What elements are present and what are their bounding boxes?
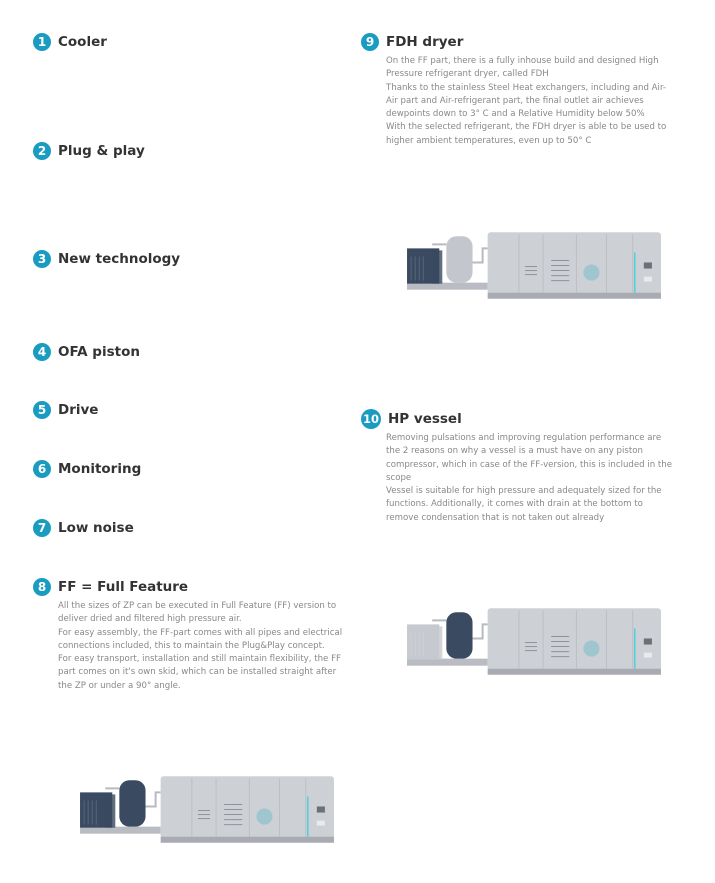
feature-title: OFA piston [58,344,140,360]
compressor-illustration-full-feature [75,770,337,846]
feature-1: 1 Cooler [33,32,107,52]
feature-description: On the FF part, there is a fully inhouse… [386,56,667,146]
feature-8: 8 FF = Full Feature All the sizes of ZP c… [33,577,363,693]
compressor-illustration-dryer-highlight [402,226,664,302]
feature-title: Drive [58,402,99,418]
feature-5: 5 Drive [33,400,98,420]
feature-2: 2 Plug & play [33,141,145,161]
number-badge: 9 [361,33,379,51]
number-badge: 5 [33,401,51,419]
feature-6: 6 Monitoring [33,459,141,479]
feature-title: HP vessel [388,411,462,427]
feature-title: Low noise [58,520,134,536]
number-badge: 1 [33,33,51,51]
feature-title: Monitoring [58,461,142,477]
feature-10: 10 HP vessel Removing pulsations and impr… [361,409,701,525]
feature-4: 4 OFA piston [33,342,140,362]
compressor-illustration-vessel-highlight [402,602,664,678]
number-badge: 4 [33,343,51,361]
number-badge: 7 [33,519,51,537]
feature-title: FDH dryer [386,34,464,50]
feature-9: 9 FDH dryer On the FF part, there is a fu… [361,32,701,148]
feature-description: Removing pulsations and improving regula… [386,433,673,523]
feature-title: Cooler [58,34,107,50]
feature-3: 3 New technology [33,249,180,269]
number-badge: 2 [33,142,51,160]
feature-title: FF = Full Feature [58,579,189,595]
number-badge: 8 [33,578,51,596]
feature-7: 7 Low noise [33,518,134,538]
feature-title: Plug & play [58,143,145,159]
number-badge: 6 [33,460,51,478]
number-badge: 3 [33,250,51,268]
number-badge: 10 [361,409,381,429]
feature-description: All the sizes of ZP can be executed in F… [58,601,343,691]
feature-title: New technology [58,251,181,267]
